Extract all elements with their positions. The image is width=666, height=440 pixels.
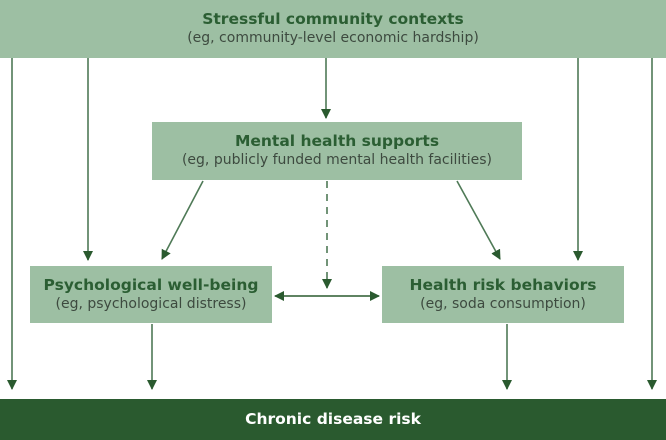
node-example: (eg, psychological distress) bbox=[55, 295, 247, 312]
node-title: Stressful community contexts bbox=[202, 10, 464, 28]
node-health-risk-behaviors: Health risk behaviors (eg, soda consumpt… bbox=[382, 266, 624, 323]
node-title: Mental health supports bbox=[234, 132, 440, 150]
node-example: (eg, publicly funded mental health facil… bbox=[181, 152, 493, 168]
node-example: (eg, community-level economic hardship) bbox=[187, 30, 479, 46]
node-example: (eg, soda consumption) bbox=[420, 295, 586, 312]
node-title: Chronic disease risk bbox=[245, 410, 421, 428]
edge-mental-health-to-health-behaviors bbox=[456, 180, 501, 260]
node-mental-health-supports: Mental health supports (eg, publicly fun… bbox=[152, 122, 522, 180]
node-stressful-community-contexts: Stressful community contexts (eg, commun… bbox=[0, 0, 666, 58]
node-psychological-well-being: Psychological well-being (eg, psychologi… bbox=[30, 266, 272, 323]
edge-mental-health-to-psychological bbox=[161, 180, 204, 260]
node-title: Health risk behaviors bbox=[409, 275, 597, 294]
node-title: Psychological well-being bbox=[43, 275, 259, 294]
node-chronic-disease-risk: Chronic disease risk bbox=[0, 399, 666, 440]
